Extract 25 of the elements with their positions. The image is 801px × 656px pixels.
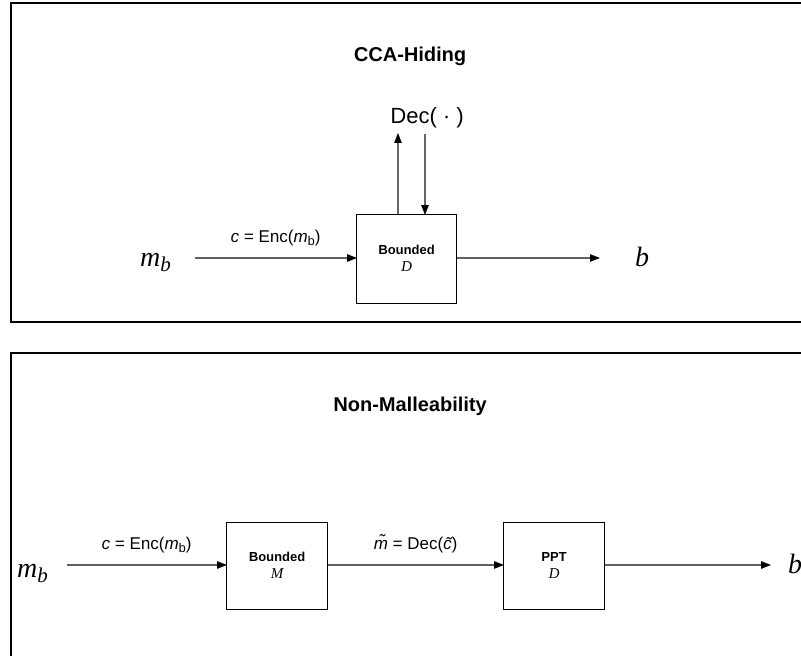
box-title: PPT bbox=[541, 550, 567, 563]
arrow bbox=[394, 133, 402, 214]
panel-title: Non-Malleability bbox=[333, 393, 487, 418]
variable-name: m$_{b}$ bbox=[140, 244, 171, 272]
arrow bbox=[605, 561, 771, 569]
variable-name: D bbox=[401, 260, 412, 275]
arrow bbox=[457, 254, 600, 262]
arrow bbox=[195, 254, 357, 262]
process-box bbox=[356, 214, 457, 304]
process-box bbox=[226, 522, 328, 610]
process-box bbox=[503, 522, 605, 610]
variable-name: m$_{b}$ bbox=[17, 555, 48, 583]
variable-name: M bbox=[270, 567, 284, 582]
variable-name: b bbox=[635, 244, 649, 272]
oracle-label: Dec( · ) bbox=[390, 105, 464, 127]
variable-name: b bbox=[788, 551, 801, 579]
variable-name: D bbox=[548, 567, 560, 582]
box-title: Bounded bbox=[248, 550, 306, 563]
panel-title: CCA-Hiding bbox=[354, 43, 466, 68]
box-title: Bounded bbox=[378, 243, 435, 256]
panel bbox=[10, 2, 801, 323]
panel bbox=[10, 352, 801, 656]
arrow bbox=[328, 561, 504, 569]
arrow bbox=[421, 134, 429, 215]
arrow bbox=[67, 561, 227, 569]
